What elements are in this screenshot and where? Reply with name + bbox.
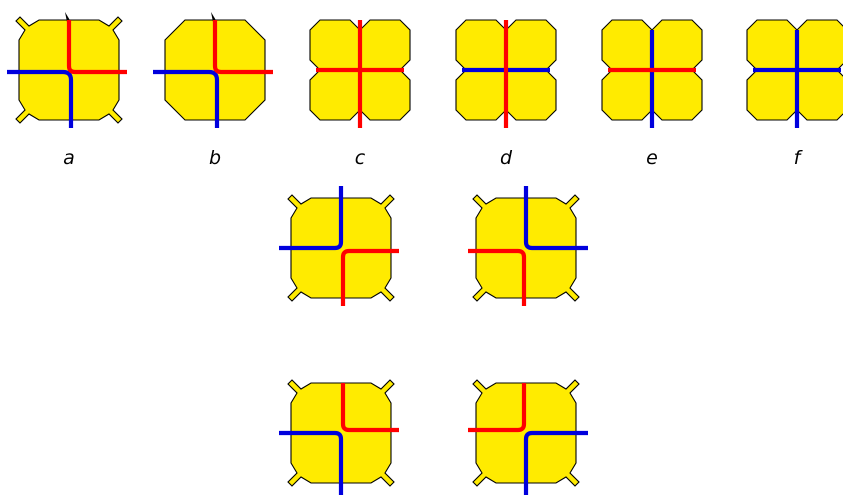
label-d: d <box>500 147 513 169</box>
tile-bottom-right-red-track <box>468 383 527 433</box>
label-c: c <box>355 147 366 169</box>
tile-bottom-right <box>468 379 588 495</box>
tile-a-blue-track <box>7 69 74 128</box>
tile-middle-right-red-track <box>468 248 527 306</box>
label-a: a <box>63 147 75 169</box>
tile-b-blue-track <box>153 69 220 128</box>
tile-e <box>601 19 703 128</box>
label-e: e <box>646 147 658 169</box>
tile-a <box>7 12 127 128</box>
tile-bottom-left-blue-track <box>279 430 344 495</box>
label-f: f <box>794 147 804 169</box>
tile-f <box>746 19 843 128</box>
tile-b-notch <box>211 12 217 22</box>
tile-middle-left <box>279 186 399 306</box>
tile-a-red-track <box>66 20 127 75</box>
tile-bottom-left-red-track <box>340 383 399 433</box>
tile-b <box>153 12 273 128</box>
tile-middle-right <box>468 186 588 306</box>
tile-c <box>309 19 411 128</box>
tile-middle-left-red-track <box>340 248 399 306</box>
tile-bottom-left <box>279 379 399 495</box>
tile-middle-right-blue-track <box>523 186 588 251</box>
label-b: b <box>209 147 221 169</box>
tile-d <box>455 19 557 128</box>
tile-middle-left-blue-track <box>279 186 344 251</box>
tile-bottom-right-blue-track <box>523 430 588 495</box>
tile-b-red-track <box>212 20 273 75</box>
tile-a-notch <box>65 12 71 22</box>
